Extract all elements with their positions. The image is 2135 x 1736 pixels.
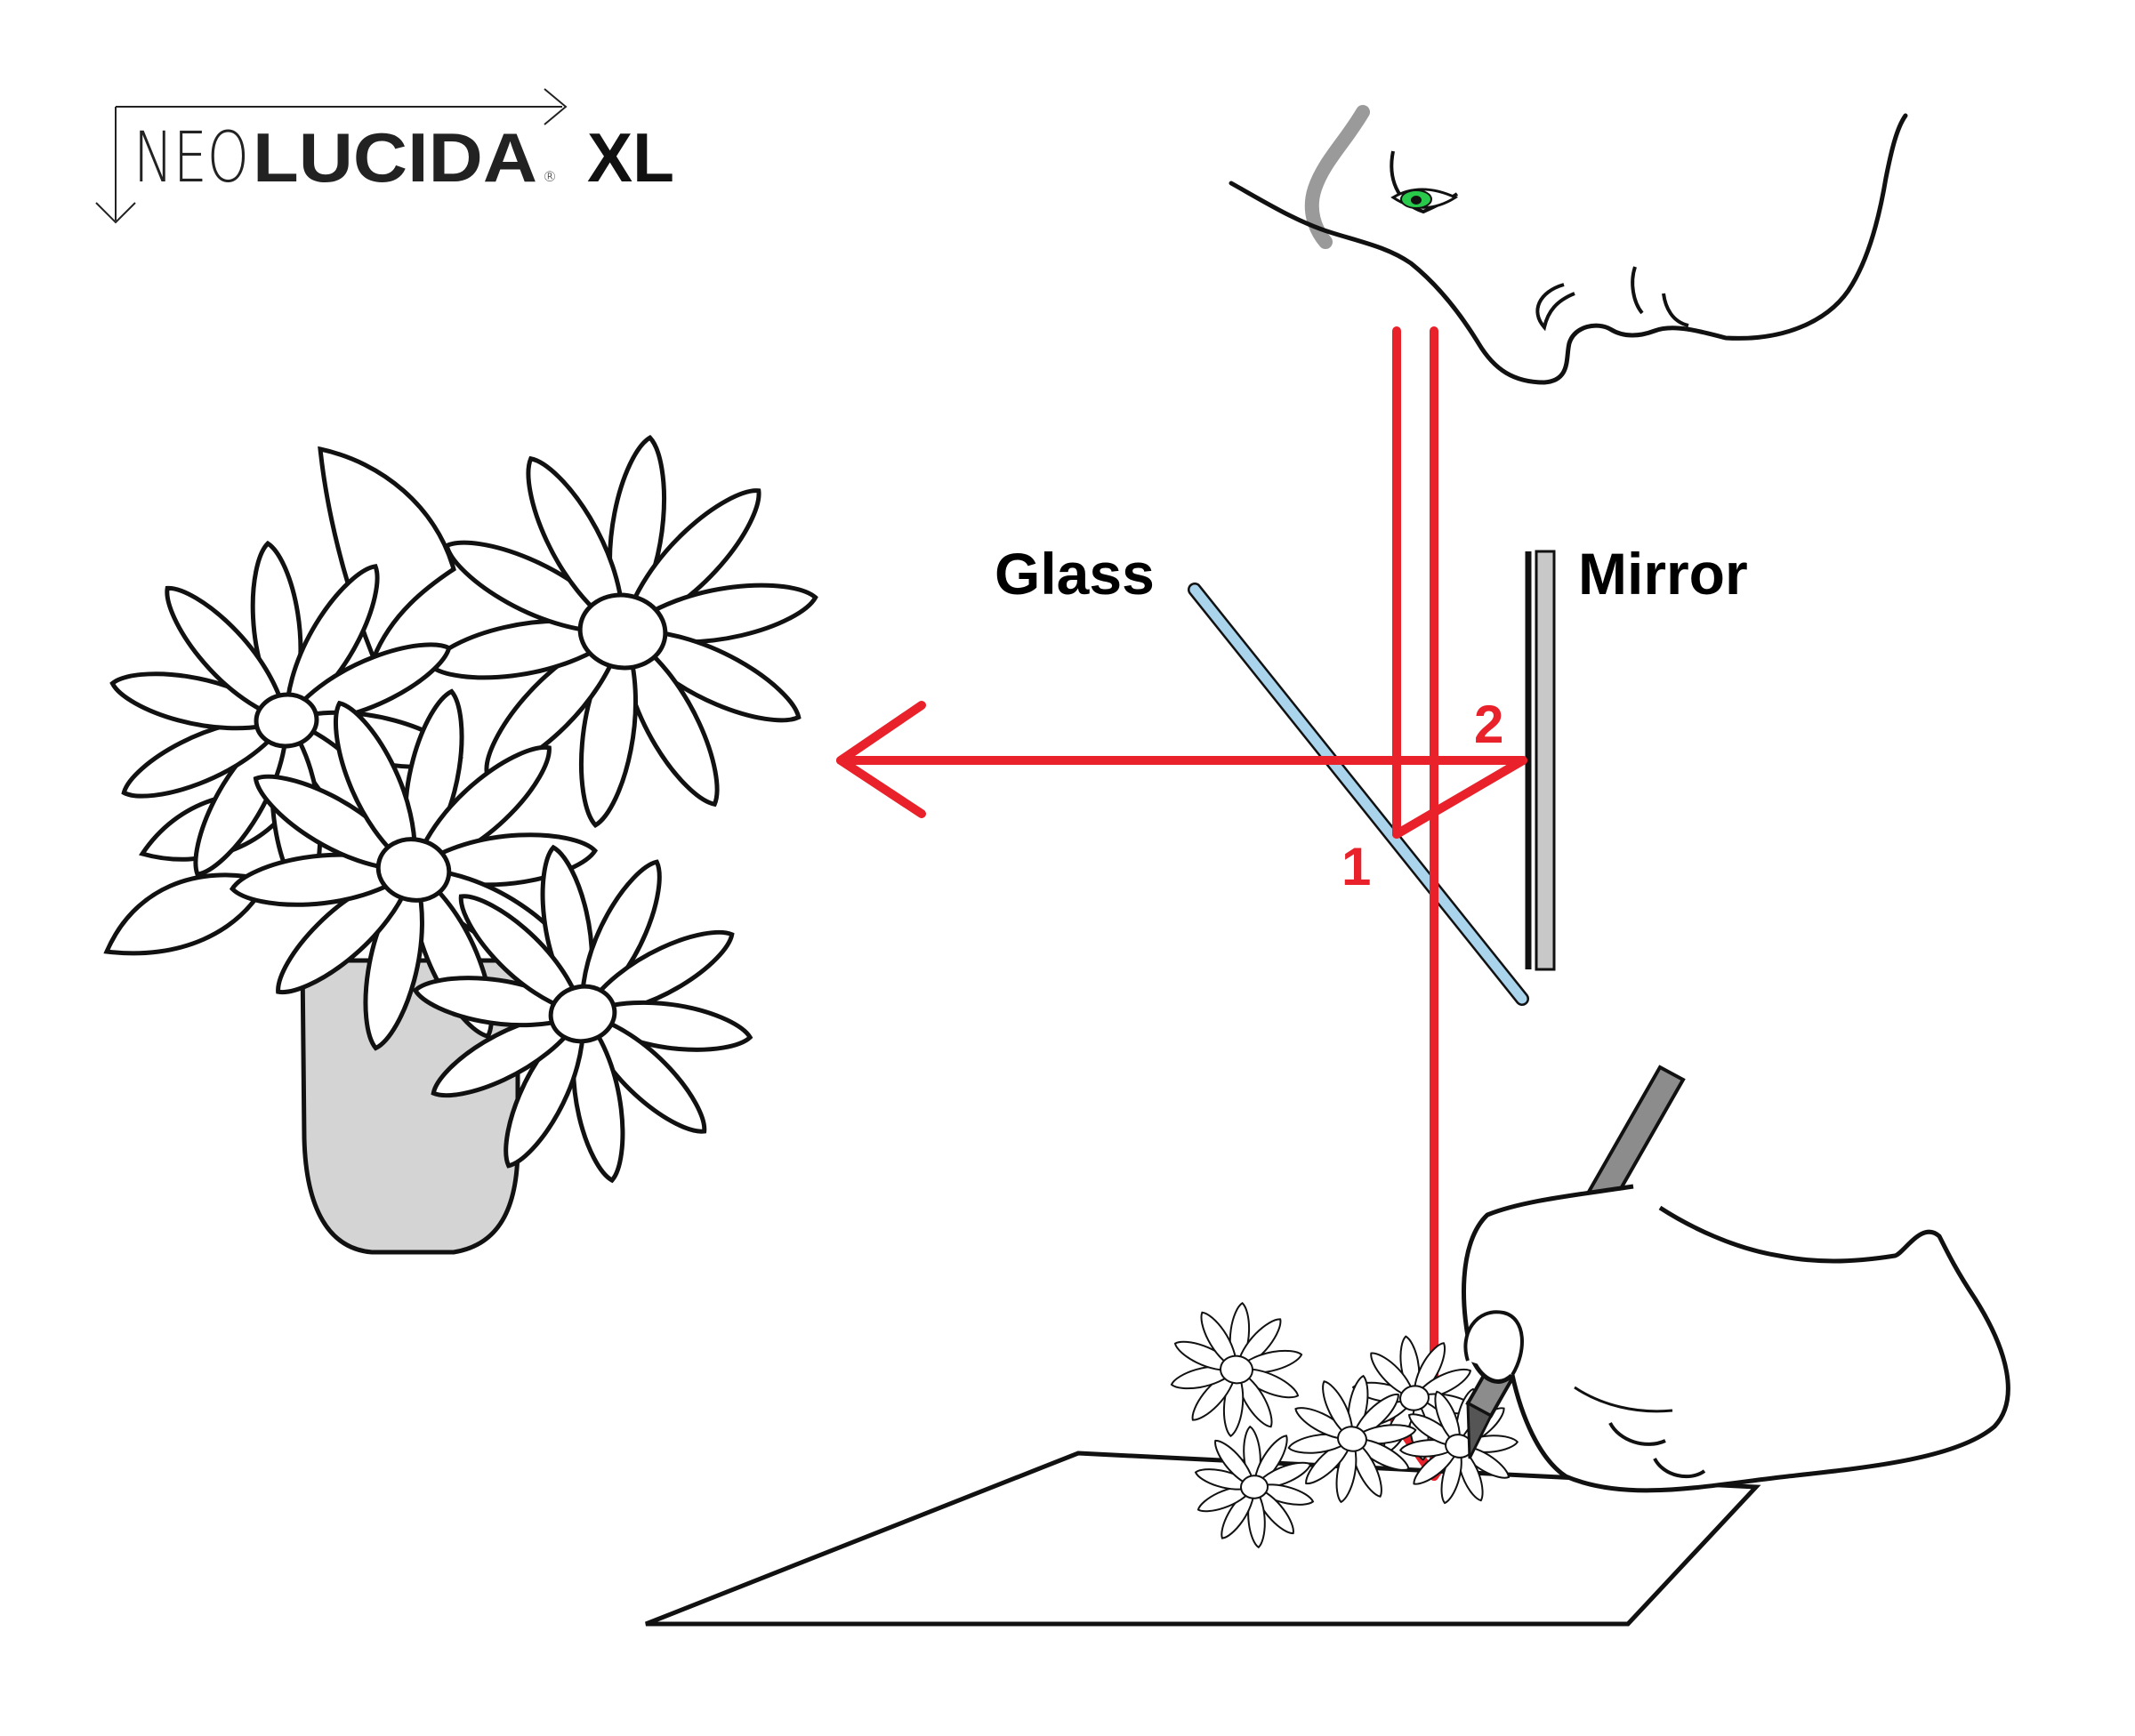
flower-top-right [427,434,818,829]
reflection-number-1: 1 [1341,837,1371,896]
flower-center [1240,1475,1269,1499]
flower-center [229,688,599,1051]
flower-petal [1214,1439,1256,1489]
hand-knuckle-1 [1608,1421,1666,1446]
flower-center [1337,1426,1367,1452]
flower-center [1399,1385,1430,1411]
hand-with-pencil [1462,1065,2010,1493]
mirror [1525,550,1556,971]
brand-logo: NEO LUCIDA ® XL [95,88,674,224]
eyebrow-shadow [1304,105,1370,249]
leaf-top [318,446,456,664]
glass-pane [1189,584,1527,1004]
logo-neo: NEO [133,118,249,198]
glass-label: Glass [995,541,1155,607]
glass-plate [1188,583,1529,1006]
flower-petal [334,700,417,874]
flower-petal [1434,1390,1461,1448]
flower-center [548,984,617,1044]
flower-center [577,592,668,671]
eye-pupil [1411,196,1422,205]
arrow-to-flowers [836,701,926,818]
flower-center [375,837,452,903]
mirror-label: Mirror [1578,541,1748,607]
sketch-flower-3 [1287,1374,1417,1504]
flower-vase [103,434,818,1255]
reflection-number-2: 2 [1474,695,1503,754]
light-rays [836,326,1527,1481]
flower-petal [1370,1352,1416,1400]
nostril [1535,283,1575,332]
hand-knuckle-2 [1653,1457,1706,1479]
hand-outline [1462,1184,2010,1493]
ray-reflection-path [1392,756,1527,839]
flower-top-left [109,540,463,901]
logo-xl: XL [587,118,674,197]
flower-center [254,692,319,749]
sketch-flower-4 [1194,1425,1315,1549]
sketch-flower-1 [1170,1302,1303,1437]
vase-body [300,958,520,1255]
flower-petal [526,455,625,636]
flower-group [109,434,818,1184]
flower-petal [458,894,586,1017]
flower-bottom-right [412,844,753,1184]
traced-flower-sketch [1170,1302,1519,1549]
hand-crease [1574,1386,1673,1413]
logo-registered-mark: ® [543,168,557,185]
lip-lower [1662,293,1689,327]
face-outline [1229,113,1908,385]
flower-petal [165,585,290,724]
flower-center [1220,1354,1253,1385]
hand-finger-thumb [1463,1310,1524,1377]
lip-upper [1631,266,1644,315]
logo-lucida: LUCIDA [253,118,537,197]
flower-petal [1200,1311,1238,1371]
face-profile [1229,105,1908,385]
pencil-tip [1466,1401,1493,1459]
logo-arrow-frame [95,88,568,224]
flower-petal [1322,1380,1354,1441]
drawing-paper [645,1302,1761,1627]
